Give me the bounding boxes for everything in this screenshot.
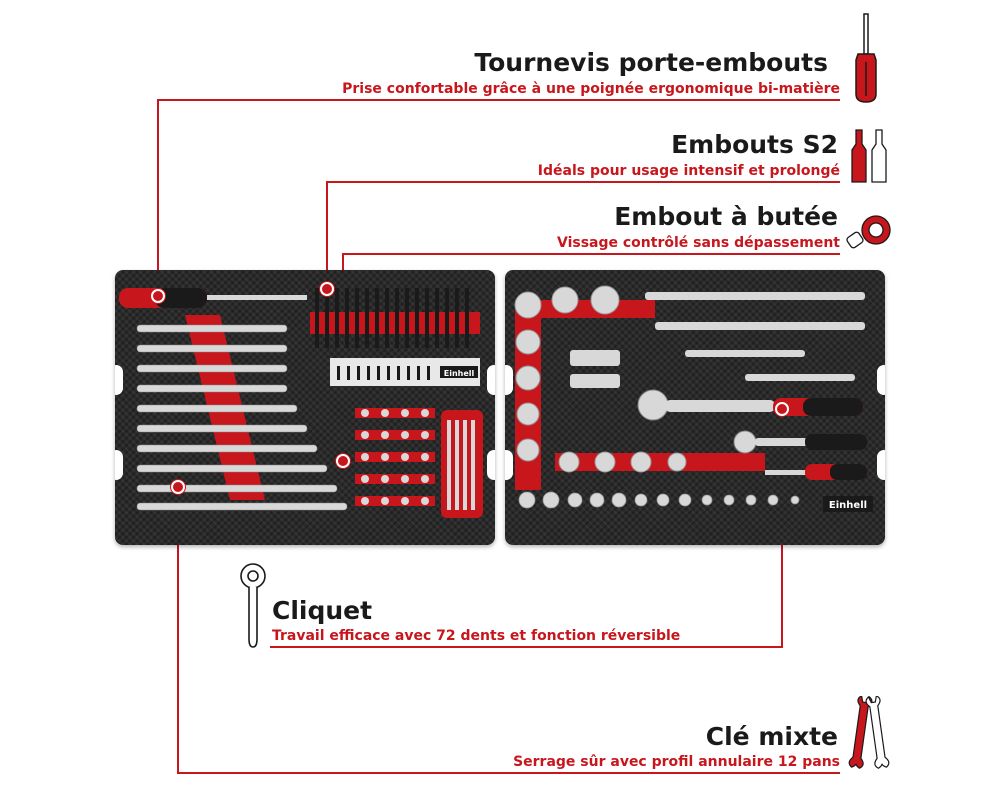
callout-title-wrench: Clé mixte — [705, 722, 838, 751]
stop-bit-icon — [846, 215, 891, 249]
marker-dot-bits — [320, 282, 334, 296]
marker-dot-wrench — [171, 480, 185, 494]
callout-subtitle-wrench: Serrage sûr avec profil annulaire 12 pan… — [513, 754, 840, 770]
screwdriver-tool — [119, 288, 307, 308]
marker-dot-stop-bit — [336, 454, 350, 468]
callout-title-screwdriver: Tournevis porte-embouts — [474, 48, 828, 77]
leader-line-wrench — [177, 772, 840, 774]
leader-line-wrench-rise — [177, 486, 179, 774]
ratchet-icon — [240, 563, 266, 648]
callout-subtitle-ratchet: Travail efficace avec 72 dents et foncti… — [272, 628, 681, 644]
leader-line-bits — [326, 181, 840, 183]
ratchet-tool — [637, 389, 863, 421]
callout-subtitle-screwdriver: Prise confortable grâce à une poignée er… — [342, 81, 840, 97]
screwdriver-icon — [855, 13, 877, 103]
combination-wrench-icon — [848, 696, 890, 769]
leader-line-screwdriver-drop — [157, 99, 159, 295]
callout-title-stop-bit: Embout à butée — [614, 202, 838, 231]
brand-label-right: Einhell — [829, 500, 867, 511]
left-tool-tray: Einhell — [115, 270, 495, 545]
leader-line-stop-bit — [342, 253, 840, 255]
leader-line-screwdriver — [157, 99, 840, 101]
bits-icon — [851, 129, 887, 183]
callout-subtitle-stop-bit: Vissage contrôlé sans dépassement — [556, 235, 840, 251]
callout-title-bits: Embouts S2 — [671, 130, 838, 159]
callout-title-ratchet: Cliquet — [272, 596, 373, 625]
leader-line-ratchet — [270, 646, 783, 648]
marker-dot-screwdriver — [151, 289, 165, 303]
brand-label-left: Einhell — [444, 369, 475, 378]
right-tool-tray: Einhell — [505, 270, 885, 545]
callout-subtitle-bits: Idéals pour usage intensif et prolongé — [537, 163, 840, 179]
marker-dot-ratchet — [775, 402, 789, 416]
leader-line-bits-drop — [326, 181, 328, 288]
